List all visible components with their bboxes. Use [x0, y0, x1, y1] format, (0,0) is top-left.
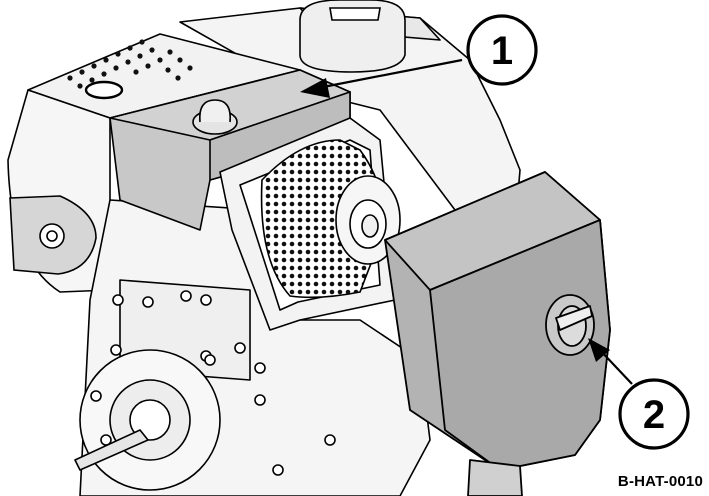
- callout-1-circle: [466, 14, 538, 86]
- filter-element: [260, 139, 401, 299]
- shroud-emblem: [84, 80, 124, 100]
- callout-1-leader: [317, 58, 463, 90]
- fuel-cap: [299, 0, 406, 73]
- air-filter-cover: [384, 171, 611, 496]
- air-filter-housing: [109, 69, 351, 231]
- callout-1-number: 1: [491, 29, 513, 73]
- fan-shroud: [7, 33, 301, 293]
- callout-1-arrowhead: [300, 78, 330, 98]
- ventilation-holes: [67, 39, 193, 89]
- figure-reference-code: B-HAT-0010: [617, 473, 703, 490]
- callout-2-circle: [618, 378, 690, 450]
- callout-1: 1: [300, 14, 538, 98]
- bolts: [90, 290, 336, 476]
- callout-2-number: 2: [643, 393, 665, 437]
- callout-2: 2: [588, 338, 690, 450]
- starter-handle: [9, 195, 97, 275]
- callout-2-arrowhead: [588, 338, 610, 362]
- engine-block: [74, 199, 431, 496]
